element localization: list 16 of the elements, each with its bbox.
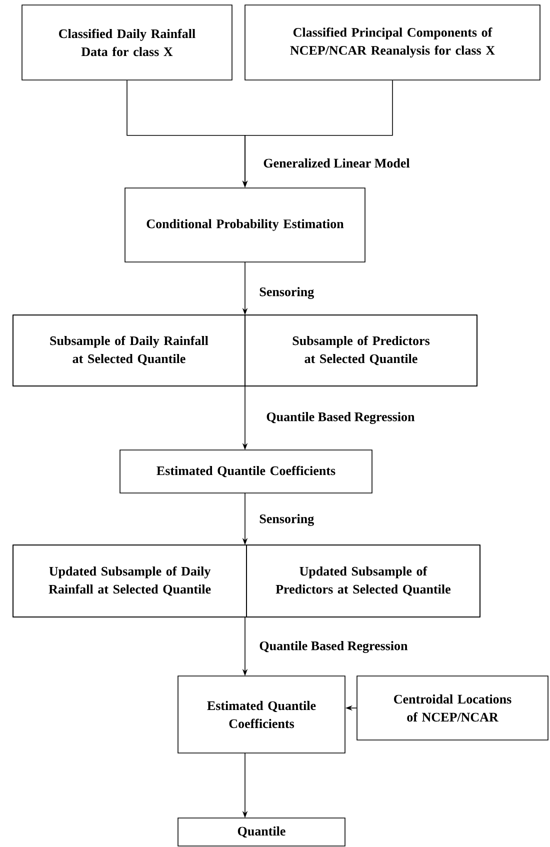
- process-box: Subsample of Predictors at Selected Quantile: [244, 314, 478, 386]
- process-box: Subsample of Daily Rainfall at Selected Quantile: [12, 314, 246, 386]
- process-box: Updated Subsample of Predictors at Selected Quantile: [246, 544, 480, 618]
- edge-label: Sensoring: [258, 513, 316, 527]
- process-box: Estimated Quantile Coefficients: [178, 676, 346, 754]
- process-box: Quantile: [178, 818, 346, 846]
- edge-label: Quantile Based Regression: [258, 640, 409, 654]
- process-box: Classified Principal Components of NCEP/NCAR Reanalysis for class X: [244, 4, 540, 80]
- edge-label: Sensoring: [258, 286, 316, 300]
- process-box: Updated Subsample of Daily Rainfall at Selected Quantile: [12, 544, 247, 618]
- process-box: Estimated Quantile Coefficients: [120, 450, 372, 494]
- process-box: Centroidal Locations of NCEP/NCAR: [356, 676, 548, 740]
- edge-label: Generalized Linear Model: [262, 157, 411, 169]
- process-box: Classified Daily Rainfall Data for class X: [22, 4, 232, 80]
- process-box: Conditional Probability Estimation: [124, 188, 366, 262]
- edge-label: Quantile Based Regression: [265, 411, 416, 425]
